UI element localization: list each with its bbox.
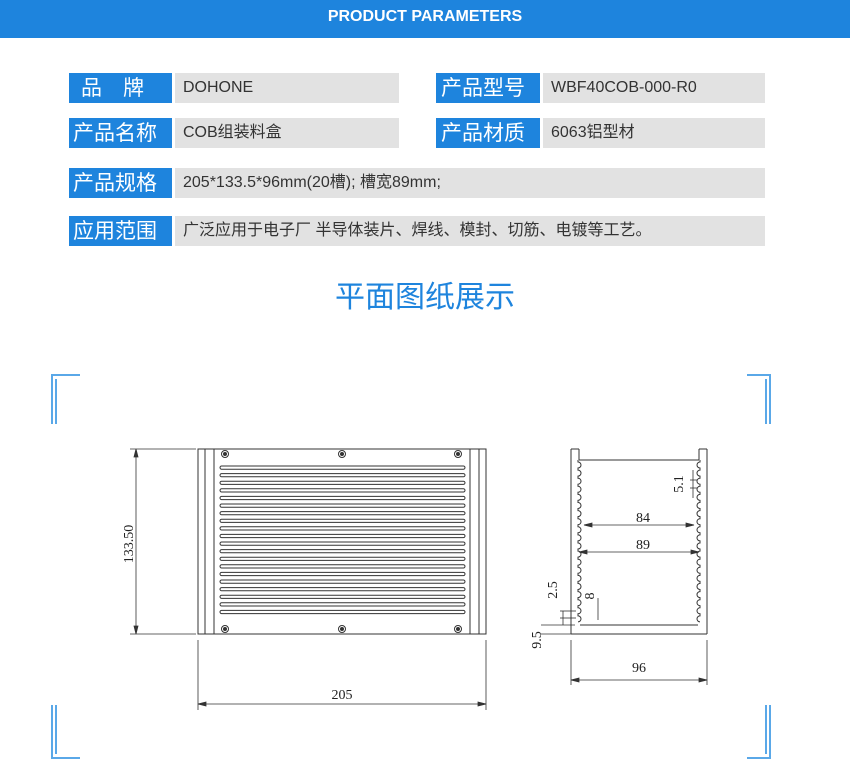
slot-line (219, 465, 466, 470)
side-view (570, 448, 708, 635)
slot-line (219, 556, 466, 561)
slot-line (219, 518, 466, 523)
usage-value: 广泛应用于电子厂 半导体装片、焊线、模封、切筋、电镀等工艺。 (175, 216, 765, 246)
slot-line (219, 564, 466, 569)
slot-line (219, 511, 466, 516)
slot-line (219, 488, 466, 493)
model-label: 产品型号 (436, 73, 540, 103)
brand-label: 品 牌 (69, 73, 172, 103)
dim-side-slot-depth: 2.5 (546, 581, 561, 599)
front-view (197, 448, 487, 635)
brand-value: DOHONE (175, 73, 399, 103)
dim-front-height: 133.50 (122, 525, 137, 564)
dim-side-width: 96 (632, 661, 646, 676)
slot-teeth (696, 460, 701, 623)
slot-line (219, 594, 466, 599)
slot-teeth (577, 460, 582, 623)
slot-line (219, 473, 466, 478)
side-dimensions (541, 470, 708, 685)
slot-line (219, 541, 466, 546)
frame-corners (51, 374, 771, 759)
slot-line (219, 526, 466, 531)
slot-line (219, 503, 466, 508)
slot-line (219, 602, 466, 607)
slot-line (219, 579, 466, 584)
slot-line (219, 533, 466, 539)
section-banner: PRODUCT PARAMETERS (0, 0, 850, 38)
dim-side-pitch: 5.1 (672, 475, 687, 493)
spec-label: 产品规格 (69, 168, 172, 198)
dim-side-slot-width: 89 (636, 538, 650, 553)
usage-label: 应用范围 (69, 216, 172, 246)
slot-line (219, 587, 466, 592)
slot-line (219, 571, 466, 577)
dim-side-gap: 8 (583, 593, 598, 600)
dim-front-width: 205 (332, 688, 353, 703)
name-value: COB组装料盒 (175, 118, 399, 148)
spec-value: 205*133.5*96mm(20槽); 槽宽89mm; (175, 168, 765, 198)
banner-title: PRODUCT PARAMETERS (327, 8, 523, 25)
slot-line (219, 549, 466, 554)
slot-line (219, 495, 466, 501)
dim-side-bottom: 9.5 (530, 631, 545, 649)
material-value: 6063铝型材 (543, 118, 765, 148)
section-title: 平面图纸展示 (335, 280, 515, 315)
model-value: WBF40COB-000-R0 (543, 73, 765, 103)
slot-line (219, 480, 466, 485)
dim-side-inner-width: 84 (636, 511, 650, 526)
front-dimensions (130, 448, 487, 710)
material-label: 产品材质 (436, 118, 540, 148)
slot-line (219, 609, 466, 615)
name-label: 产品名称 (69, 118, 172, 148)
